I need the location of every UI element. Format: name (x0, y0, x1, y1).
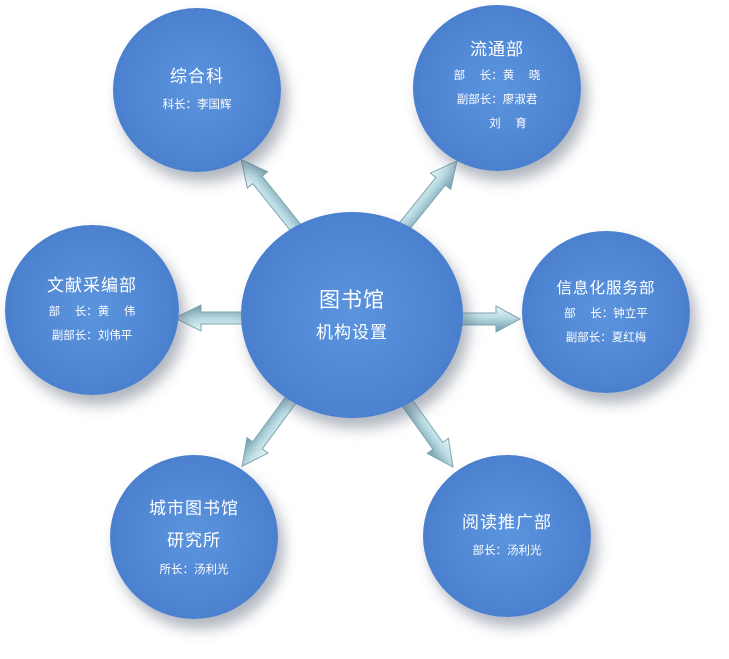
node-yuedu: 阅读推广部 部长：汤利光 (423, 455, 591, 617)
wenxian-deputy: 副部长：刘伟平 (51, 328, 133, 342)
xinxihua-deputy: 副部长：夏红梅 (565, 330, 647, 344)
chengshi-name-line-1: 城市图书馆 (149, 499, 239, 519)
arrow-to-zonghe (240, 158, 306, 238)
arrow-to-liutong (397, 160, 458, 233)
liutong-head: 部 长：黄 晓 (453, 68, 541, 82)
xinxihua-name: 信息化服务部 (556, 279, 656, 297)
node-xinxihua: 信息化服务部 部 长：钟立平 副部长：夏红梅 (522, 231, 690, 393)
zonghe-head: 科长：李国辉 (162, 97, 232, 111)
center-node: 图书馆 机构设置 (241, 212, 463, 418)
node-zonghe: 综合科 科长：李国辉 (113, 8, 281, 172)
yuedu-name: 阅读推广部 (462, 513, 552, 533)
chengshi-name-line-2: 研究所 (167, 531, 221, 551)
liutong-deputy-2: 刘 育 (467, 116, 527, 130)
node-wenxian: 文献采编部 部 长：黄 伟 副部长：刘伟平 (5, 225, 179, 395)
arrow-to-yuedu (397, 392, 454, 468)
liutong-deputy: 副部长：廖淑君 (456, 92, 538, 106)
wenxian-name: 文献采编部 (47, 276, 137, 296)
xinxihua-head: 部 长：钟立平 (564, 306, 648, 320)
liutong-name: 流通部 (470, 40, 524, 60)
chengshi-head: 所长：汤利光 (159, 562, 229, 576)
yuedu-head: 部长：汤利光 (472, 543, 542, 557)
zonghe-name: 综合科 (170, 67, 224, 87)
arrow-to-chengshi (241, 392, 299, 468)
node-liutong: 流通部 部 长：黄 晓 副部长：廖淑君 刘 育 (413, 5, 581, 171)
wenxian-head: 部 长：黄 伟 (48, 304, 136, 318)
center-title: 图书馆 (319, 288, 385, 312)
center-subtitle: 机构设置 (316, 323, 388, 343)
node-chengshi: 城市图书馆 研究所 所长：汤利光 (110, 455, 278, 619)
